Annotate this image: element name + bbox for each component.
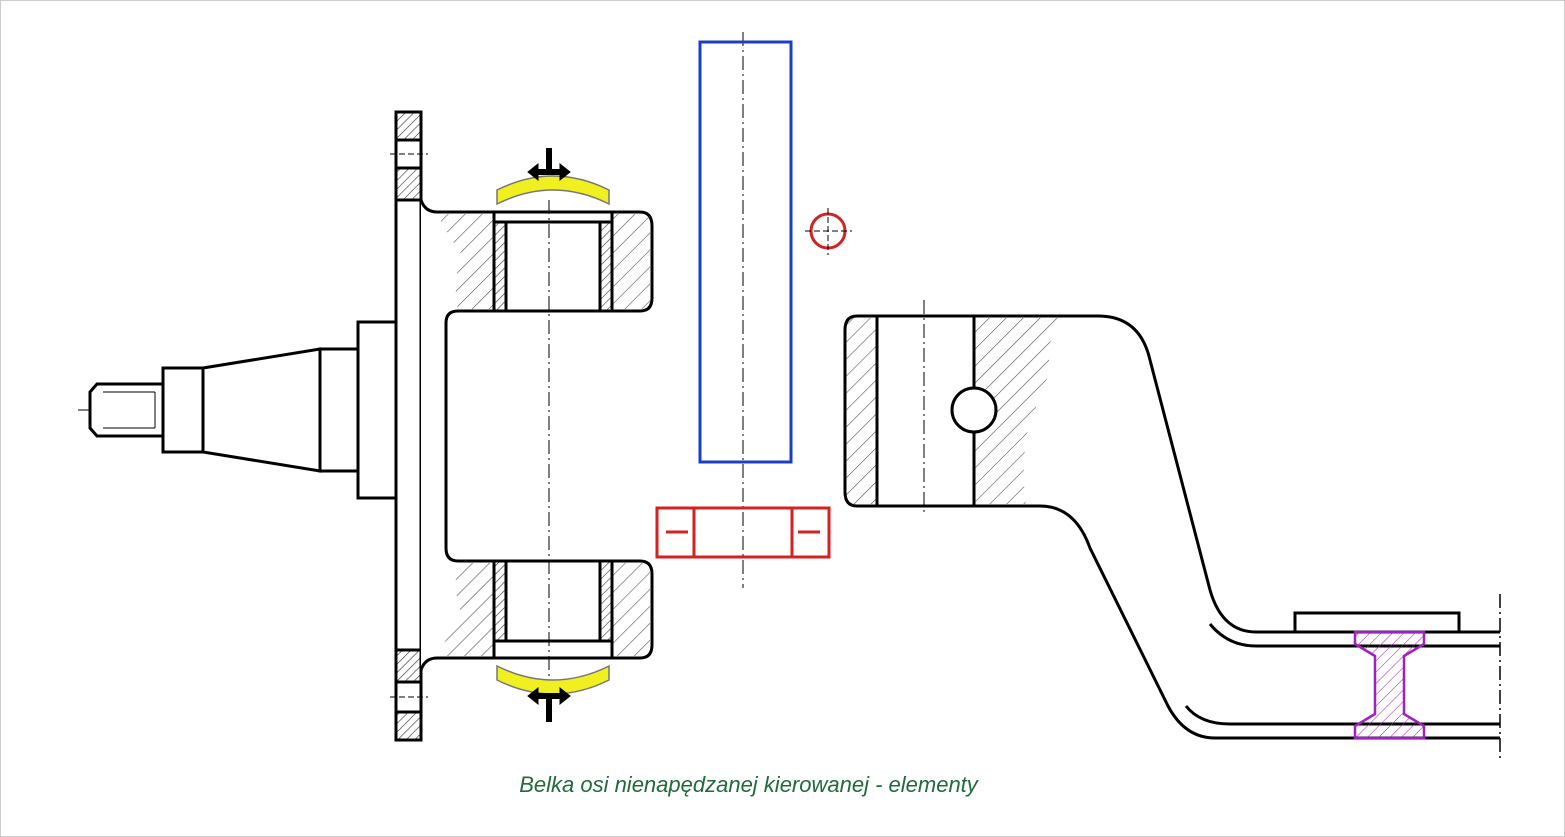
- lock-pin-section: [805, 208, 852, 255]
- rotation-arrow-top-icon: [527, 148, 571, 182]
- i-beam-section: [1353, 630, 1426, 740]
- axle-beam-end: [843, 300, 1501, 760]
- thrust-bearing: [655, 506, 831, 559]
- rotation-arrow-bottom-icon: [527, 686, 571, 722]
- steering-knuckle: [78, 110, 654, 742]
- upper-bearing-arc: [496, 175, 610, 206]
- king-pin: [698, 32, 793, 588]
- lower-bearing-arc: [496, 664, 610, 695]
- figure-caption: Belka osi nienapędzanej kierowanej - ele…: [519, 772, 978, 797]
